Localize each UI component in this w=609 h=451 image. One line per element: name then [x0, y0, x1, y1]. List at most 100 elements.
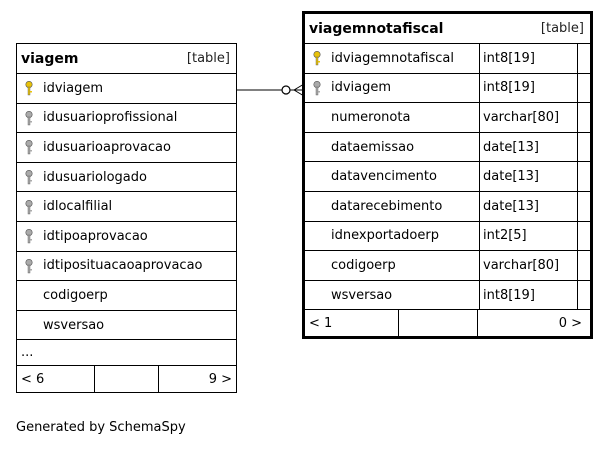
table-tag: [table] — [186, 51, 230, 66]
column-name-cell: idusuarioprofissional — [17, 104, 236, 133]
table-name: viagem — [21, 50, 79, 67]
relationship-zero-marker — [281, 85, 291, 95]
column-name: wsversao — [331, 287, 393, 303]
column-name-cell: codigoerp — [305, 251, 479, 280]
column-extra — [577, 280, 590, 310]
footer-right: 0 > — [558, 315, 582, 331]
column-name: datavencimento — [331, 169, 437, 185]
column-name-cell: codigoerp — [17, 281, 236, 310]
column-name-cell: idusuarioaprovacao — [17, 133, 236, 162]
column-name: wsversao — [43, 317, 105, 333]
table-name: viagemnotafiscal — [309, 20, 444, 37]
column-name-cell: datavencimento — [305, 162, 479, 191]
column-type: int8[19] — [479, 280, 577, 310]
column-name: idviagem — [331, 80, 392, 96]
column-name: idlocalfilial — [43, 199, 113, 215]
table-row[interactable]: idviagemnotafiscal int8[19] — [305, 44, 590, 74]
primary-key-icon — [23, 80, 37, 96]
foreign-key-icon — [23, 199, 37, 215]
footer-middle — [94, 366, 159, 393]
table-row[interactable]: codigoerp varchar[80] — [305, 251, 590, 281]
table-tag: [table] — [540, 21, 584, 36]
table-viagem[interactable]: viagem [table] idviagem idusuarioprofissi… — [16, 43, 237, 394]
table-footer: < 1 0 > — [305, 310, 590, 337]
column-extra — [577, 251, 590, 280]
table-row[interactable]: numeronota varchar[80] — [305, 103, 590, 133]
table-row[interactable]: dataemissao date[13] — [305, 132, 590, 163]
column-extra — [577, 103, 590, 132]
foreign-key-icon — [23, 139, 37, 155]
column-type: date[13] — [479, 162, 577, 191]
primary-key-icon — [311, 50, 325, 66]
table-row[interactable]: idusuarioprofissional — [17, 104, 236, 134]
column-extra — [577, 191, 590, 221]
table-footer: < 6 9 > — [17, 366, 236, 393]
column-name: dataemissao — [331, 139, 415, 155]
foreign-key-icon — [23, 169, 37, 185]
footer-middle — [398, 310, 478, 337]
generated-by-credit: Generated by SchemaSpy — [16, 420, 186, 435]
table-viagemnotafiscal[interactable]: viagemnotafiscal [table] idviagemnotafis… — [302, 11, 593, 340]
table-row[interactable]: idusuariologado — [17, 163, 236, 193]
column-name: idusuarioaprovacao — [43, 139, 171, 155]
column-type: varchar[80] — [479, 251, 577, 280]
column-name-cell: idlocalfilial — [17, 192, 236, 221]
column-name: idviagemnotafiscal — [331, 50, 454, 66]
column-name: idusuarioprofissional — [43, 110, 178, 126]
foreign-key-icon — [23, 258, 37, 274]
column-name: idtipoaprovacao — [43, 228, 148, 244]
column-list: idviagem idusuarioprofissional idusuarioap… — [17, 74, 236, 341]
column-name-cell: datarecebimento — [305, 192, 479, 221]
foreign-key-icon — [311, 80, 325, 96]
column-name-cell: idviagem — [17, 74, 236, 103]
footer-left: < 6 — [21, 371, 45, 387]
column-name-cell: idtiposituacaoaprovacao — [17, 252, 236, 281]
foreign-key-icon — [23, 228, 37, 244]
column-name: idnexportadoerp — [331, 228, 439, 244]
table-row[interactable]: idviagem — [17, 74, 236, 104]
column-type: varchar[80] — [479, 103, 577, 132]
table-header[interactable]: viagem [table] — [17, 44, 236, 74]
column-name: codigoerp — [331, 257, 396, 273]
column-name-cell: idtipoaprovacao — [17, 222, 236, 251]
foreign-key-icon — [23, 110, 37, 126]
column-name: codigoerp — [43, 287, 108, 303]
table-row[interactable]: idtiposituacaoaprovacao — [17, 252, 236, 282]
column-extra — [577, 132, 590, 162]
column-type: int2[5] — [479, 221, 577, 251]
column-name: numeronota — [331, 109, 411, 125]
column-name-cell: wsversao — [17, 311, 236, 340]
column-name-cell: idnexportadoerp — [305, 222, 479, 251]
column-extra — [577, 44, 590, 73]
column-name: datarecebimento — [331, 198, 443, 214]
column-name: idtiposituacaoaprovacao — [43, 258, 203, 274]
table-row[interactable]: idlocalfilial — [17, 192, 236, 222]
footer-left: < 1 — [309, 315, 333, 331]
table-row[interactable]: idusuarioaprovacao — [17, 133, 236, 163]
table-header[interactable]: viagemnotafiscal [table] — [305, 14, 590, 44]
table-row[interactable]: idnexportadoerp int2[5] — [305, 221, 590, 252]
column-extra — [577, 162, 590, 191]
column-name-cell: dataemissao — [305, 133, 479, 162]
column-extra — [577, 221, 590, 251]
table-row[interactable]: datarecebimento date[13] — [305, 191, 590, 222]
footer-right: 9 > — [208, 371, 232, 387]
table-row[interactable]: idtipoaprovacao — [17, 222, 236, 252]
column-name: idviagem — [43, 80, 104, 96]
column-name-cell: idusuariologado — [17, 163, 236, 192]
table-row[interactable]: wsversao — [17, 311, 236, 341]
column-name-cell: idviagemnotafiscal — [305, 44, 479, 73]
table-row[interactable]: codigoerp — [17, 281, 236, 311]
more-columns: ... — [17, 340, 236, 367]
column-extra — [577, 73, 590, 103]
column-type: date[13] — [479, 191, 577, 221]
column-type: int8[19] — [479, 44, 577, 73]
column-name: idusuariologado — [43, 169, 147, 185]
table-row[interactable]: datavencimento date[13] — [305, 162, 590, 192]
column-name-cell: wsversao — [305, 281, 479, 310]
table-row[interactable]: wsversao int8[19] — [305, 280, 590, 311]
column-type: date[13] — [479, 132, 577, 162]
